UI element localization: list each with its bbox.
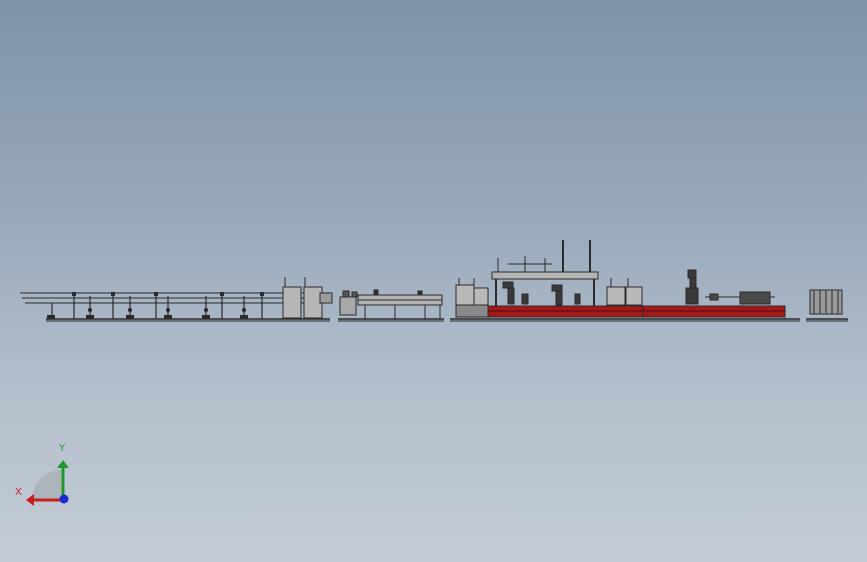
coordinate-triad: [26, 460, 69, 506]
y-axis-arrowhead: [57, 460, 69, 468]
press-unit-section: [338, 289, 444, 322]
y-axis-label: Y: [59, 443, 66, 454]
x-axis-arrowhead: [26, 494, 34, 506]
robot-cell-section: [450, 240, 848, 322]
z-axis-dot: [59, 494, 69, 504]
x-axis-label: X: [15, 487, 22, 498]
feeder-rail-section: [20, 277, 333, 322]
